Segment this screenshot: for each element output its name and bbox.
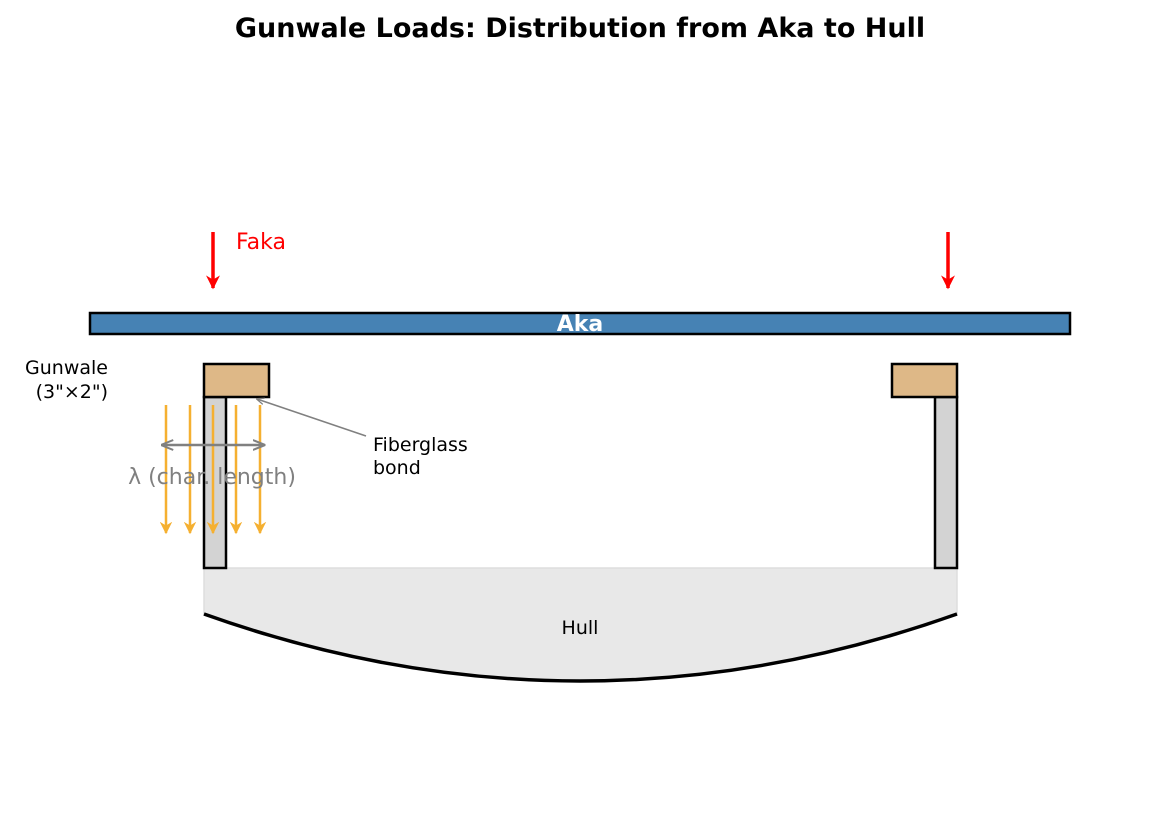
distributed-load-arrows	[159, 405, 267, 535]
right-gunwale	[890, 362, 959, 399]
page-title: Gunwale Loads: Distribution from Aka to …	[235, 13, 925, 44]
gunwale-label-line2: (3"×2")	[36, 381, 108, 403]
aka-label: Aka	[557, 312, 604, 337]
hull-curve	[203, 612, 958, 683]
force-label: Faka	[236, 230, 286, 255]
fiberglass-label-line1: Fiberglass	[373, 434, 468, 456]
aka-beam	[88, 311, 1072, 336]
gunwale-label-line1: Gunwale	[25, 357, 108, 379]
fiberglass-pointer	[257, 399, 367, 437]
left-gunwale	[202, 362, 271, 399]
lambda-label: λ (char. length)	[128, 465, 296, 490]
fiberglass-label-line2: bond	[373, 457, 421, 479]
hull-label: Hull	[562, 617, 599, 639]
right-hull-wall	[933, 395, 959, 570]
